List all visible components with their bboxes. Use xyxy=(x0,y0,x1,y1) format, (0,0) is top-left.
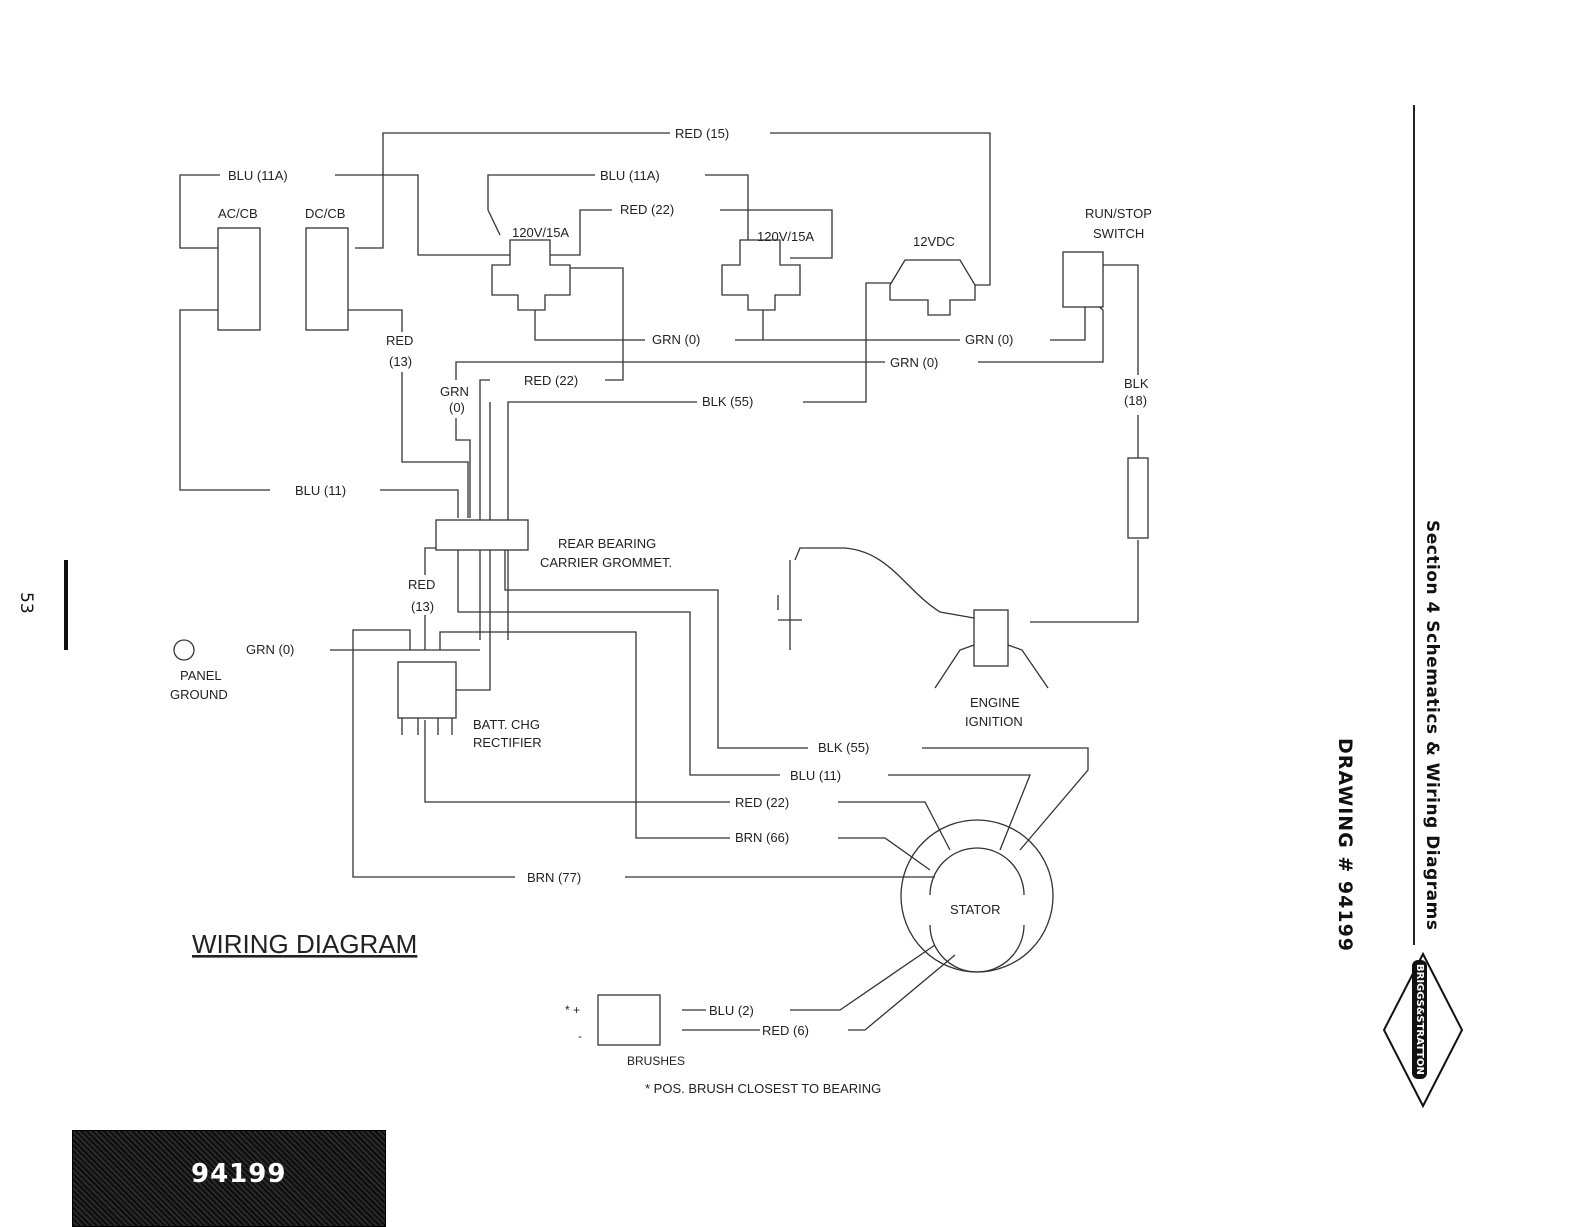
label-grn0-c: GRN (0) xyxy=(965,332,1013,347)
label-red13-top-a: RED xyxy=(386,333,413,348)
wire-grn0-a xyxy=(534,300,1086,341)
label-blk18-a: BLK xyxy=(1124,376,1149,391)
outlet-1 xyxy=(491,239,571,311)
label-ign-b: IGNITION xyxy=(965,714,1023,729)
label-blu11-left: BLU (11) xyxy=(295,483,346,498)
label-panel-a: PANEL xyxy=(180,668,222,683)
wire-blk18 xyxy=(1100,264,1139,458)
wire-red13-low xyxy=(424,547,438,650)
rectifier-legs xyxy=(401,718,453,735)
spark-plug xyxy=(777,560,802,650)
dc-outlet-12vdc xyxy=(889,259,976,316)
label-brushes: BRUSHES xyxy=(627,1054,685,1068)
label-red13-top-b: (13) xyxy=(389,354,412,369)
inline-connector xyxy=(1127,457,1149,539)
wire-blu11a-mid xyxy=(487,174,749,255)
wire-grn-side xyxy=(455,418,471,518)
wire-blk55-top xyxy=(507,282,905,640)
wire-red15 xyxy=(355,132,991,286)
wire-rect-out xyxy=(456,402,491,691)
run-stop-switch xyxy=(1062,251,1104,308)
wire-red13-top xyxy=(340,309,469,518)
label-grommet-b: CARRIER GROMMET. xyxy=(540,555,672,570)
section-title: Section 4 Schematics & Wiring Diagrams xyxy=(1422,520,1442,931)
outlet-2 xyxy=(721,239,801,311)
label-grn0-b: GRN (0) xyxy=(890,355,938,370)
brand-logo-text: BRIGGS&STRATTON xyxy=(1412,960,1427,1079)
label-red13-low-a: RED xyxy=(408,577,435,592)
wire-blk55-low xyxy=(504,550,1089,851)
label-red22-low: RED (22) xyxy=(735,795,789,810)
footer-drawing-box: 94199 xyxy=(72,1130,386,1227)
label-red22-top: RED (22) xyxy=(620,202,674,217)
label-minus: - xyxy=(578,1029,582,1043)
diagram-title: WIRING DIAGRAM xyxy=(192,929,417,959)
wire-brn66 xyxy=(439,631,931,871)
label-brush-note: * POS. BRUSH CLOSEST TO BEARING xyxy=(645,1081,881,1096)
wire-red22-top xyxy=(548,209,833,259)
label-red6: RED (6) xyxy=(762,1023,809,1038)
label-blk55-top: BLK (55) xyxy=(702,394,753,409)
ignition-bracket xyxy=(934,644,1049,689)
label-blu11-low: BLU (11) xyxy=(790,768,841,783)
label-panel-b: GROUND xyxy=(170,687,228,702)
wire-blu11-left xyxy=(179,309,459,518)
drawing-number-title: DRAWING # 94199 xyxy=(1334,738,1356,953)
label-grn-side-a: GRN xyxy=(440,384,469,399)
label-outlet-2: 120V/15A xyxy=(757,229,814,244)
stator-arc-top xyxy=(929,847,1025,896)
rear-bearing-grommet xyxy=(435,519,529,551)
label-grn0-a: GRN (0) xyxy=(652,332,700,347)
label-ign-a: ENGINE xyxy=(970,695,1020,710)
wire-ignition xyxy=(1030,540,1139,623)
wire-red22-mid xyxy=(479,267,624,640)
page-mark xyxy=(64,560,68,650)
label-blu2: BLU (2) xyxy=(709,1003,754,1018)
label-red15: RED (15) xyxy=(675,126,729,141)
label-grn-side-b: (0) xyxy=(449,400,465,415)
dccb-breaker xyxy=(305,227,349,331)
brush-holder xyxy=(597,994,661,1046)
label-stator: STATOR xyxy=(950,902,1001,917)
label-blk18-b: (18) xyxy=(1124,393,1147,408)
label-rect-a: BATT. CHG xyxy=(473,717,540,732)
footer-drawing-number: 94199 xyxy=(191,1159,287,1189)
label-rect-b: RECTIFIER xyxy=(473,735,542,750)
label-runstop-b: SWITCH xyxy=(1093,226,1144,241)
label-brn77: BRN (77) xyxy=(527,870,581,885)
label-outlet-1: 120V/15A xyxy=(512,225,569,240)
label-blk55-low: BLK (55) xyxy=(818,740,869,755)
wire-brn77 xyxy=(352,629,935,878)
stator-arc-bottom xyxy=(929,924,1025,973)
stator xyxy=(900,819,1054,973)
wire-blu11a-left xyxy=(179,174,510,256)
label-runstop-a: RUN/STOP xyxy=(1085,206,1152,221)
wire-red22-low xyxy=(424,720,951,851)
label-brn66: BRN (66) xyxy=(735,830,789,845)
label-dccb: DC/CB xyxy=(305,206,345,221)
accb-breaker xyxy=(217,227,261,331)
wiring-diagram: RED (15) BLU (11A) BLU (11A) RED (22) GR… xyxy=(170,126,1152,1096)
label-red22-mid: RED (22) xyxy=(524,373,578,388)
panel-ground-ring xyxy=(173,639,195,661)
wire-blu2 xyxy=(790,944,936,1011)
wire-blu11-low xyxy=(457,550,1031,851)
spark-plug-lead xyxy=(794,547,975,619)
label-blu11a-mid: BLU (11A) xyxy=(600,168,660,183)
rectifier-body xyxy=(397,661,457,719)
label-plus: * + xyxy=(565,1003,580,1017)
label-red13-low-b: (13) xyxy=(411,599,434,614)
label-grn0-panel: GRN (0) xyxy=(246,642,294,657)
label-grommet-a: REAR BEARING xyxy=(558,536,656,551)
label-blu11a-left: BLU (11A) xyxy=(228,168,288,183)
ignition-coil xyxy=(973,609,1009,667)
label-accb: AC/CB xyxy=(218,206,258,221)
section-divider xyxy=(1413,105,1415,945)
wire-red6 xyxy=(848,954,956,1031)
label-12vdc: 12VDC xyxy=(913,234,955,249)
